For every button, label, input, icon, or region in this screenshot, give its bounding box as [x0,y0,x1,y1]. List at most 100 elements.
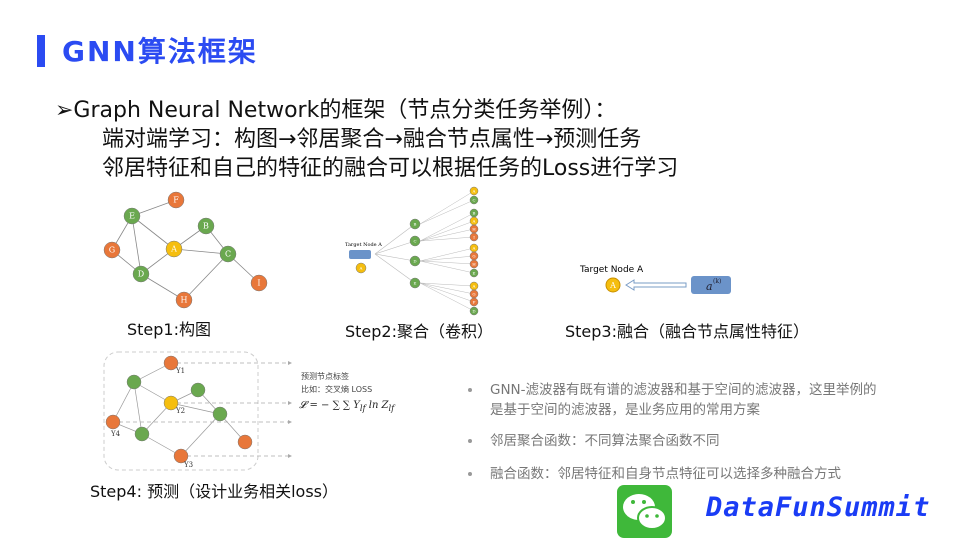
graph-node [103,241,121,259]
graph-edge [419,247,475,262]
graph-edge [170,402,221,415]
step2-target-label: Target Node A [345,242,382,248]
node-label: C [225,250,231,259]
svg-text:a: a [706,280,713,293]
graph-edge [419,212,475,242]
intro-line: ➢Graph Neural Network的框架（节点分类任务举例）： [55,98,617,123]
graph-node [167,191,185,209]
graph-edge [419,199,475,225]
arrow-head-icon [288,361,292,365]
node-label: F [473,299,476,304]
graph-edge [374,223,416,255]
graph-node [469,186,479,196]
graph-edge [419,282,475,303]
node-label: A [170,245,177,254]
graph-node [126,374,142,390]
graph-node [165,240,183,258]
graph-node [409,235,421,247]
wechat-icon [617,485,672,538]
graph-node [469,268,479,278]
node-label: D [413,258,416,263]
graph-node [469,195,479,205]
graph-edge [374,253,416,262]
graph-edge [419,260,475,274]
arrow-head-icon [288,401,292,405]
arrow-left-icon [625,279,687,291]
node-label: C [472,197,475,202]
graph-edge [419,282,475,312]
node-label: A [472,188,476,193]
node-label: H [472,226,476,231]
bullet-text: GNN-滤波器有既有谱的滤波器和基于空间的滤波器，这里举例的是基于空间的滤波器，… [490,382,877,418]
graph-node [190,382,206,398]
node-label: H [181,296,188,305]
node-label: E [414,280,417,285]
graph-edge [131,215,142,275]
step2-caption: Step2:聚合（卷积） [345,322,494,341]
graph-edge [419,220,475,242]
arrow-head-icon [288,420,292,424]
node-label: Y2 [175,407,185,415]
graph-edge [419,255,475,262]
bullet-text: 融合函数：邻居特征和自身节点特征可以选择多种融合方式 [490,466,841,482]
intro-line: 邻居特征和自己的特征的融合可以根据任务的Loss进行学习 [102,156,679,181]
graph-edge [419,282,475,295]
node-label: Y3 [183,461,193,469]
graph-node [409,277,421,289]
svg-text:(k): (k) [713,278,721,285]
graph-node [163,355,179,371]
node-label: G [109,246,115,255]
graph-edge [112,381,135,423]
graph-node [175,291,193,309]
node-label: C [413,238,416,243]
feature-box [691,276,731,294]
node-label: G [472,253,475,258]
datafun-logo: DataFunSummit [706,492,931,523]
step3-caption: Step3:融合（融合节点属性特征） [565,322,810,341]
graph-edge [173,248,229,255]
page-title: GNN算法框架 [62,35,258,68]
bullet-item: GNN-滤波器有既有谱的滤波器和基于空间的滤波器，这里举例的是基于空间的滤波器，… [468,380,890,420]
node-label: A [359,265,363,270]
graph-node [237,434,253,450]
graph-edge [419,190,475,225]
graph-node [105,414,121,430]
graph-node [469,297,479,307]
step3-diagram: Target Node A A a(k) [579,265,731,294]
graph-edge [180,413,221,457]
step4-caption: Step4: 预测（设计业务相关loss） [90,482,338,501]
graph-edge [131,215,175,250]
arrow-head-icon [288,454,292,458]
bullet-item: 融合函数：邻居特征和自身节点特征可以选择多种融合方式 [468,464,890,484]
graph-edge [374,240,416,255]
node-label: B [414,221,417,226]
feature-box [349,250,371,259]
node-label: D [472,308,475,313]
step1-caption: Step1:构图 [127,320,212,339]
graph-edge [419,260,475,265]
graph-edge [133,381,143,435]
graph-edge [419,228,475,242]
graph-edge [140,273,185,301]
node-label: A [472,283,476,288]
node-label: D [138,270,144,279]
node-a [605,277,621,293]
graph-node [173,448,189,464]
graph-node [250,274,268,292]
node-label: I [473,234,475,239]
node-label: A [472,245,476,250]
graph-node [355,262,367,274]
node-label: H [472,261,476,266]
node-label: Y1 [175,367,185,375]
node-label: G [472,291,475,296]
graph-node [219,245,237,263]
graph-node [123,207,141,225]
graph-node [409,218,421,230]
title-accent-bar [37,35,45,67]
svg-text:A: A [609,281,616,290]
graph-node [132,265,150,283]
step4-note: 预测节点标签比如：交叉熵 LOSS [301,370,372,396]
